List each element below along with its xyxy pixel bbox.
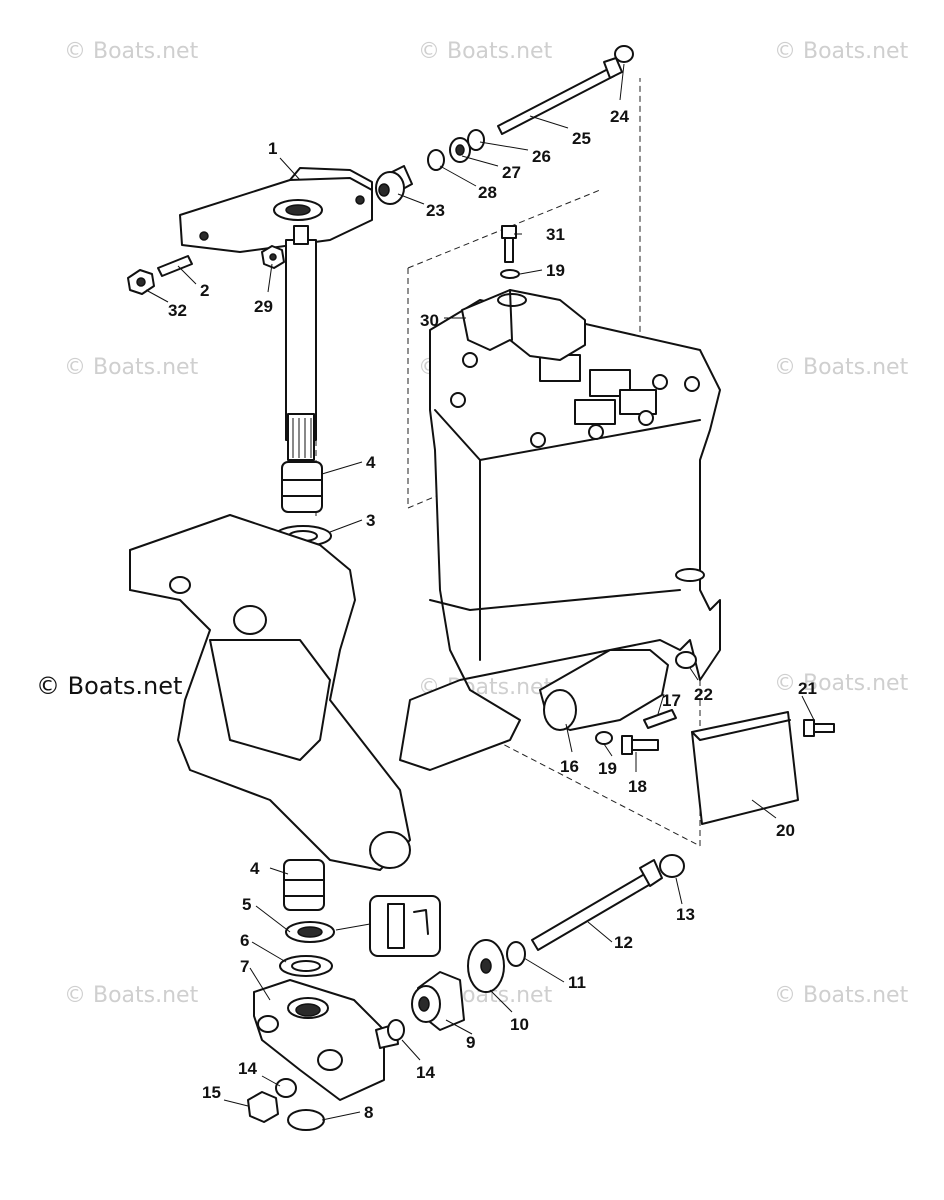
callout-8: 8 — [364, 1103, 373, 1122]
callout-20: 20 — [776, 821, 795, 840]
callout-12: 12 — [614, 933, 633, 952]
watermark-top-center: © Boats.net — [418, 39, 553, 64]
swivel-bracket — [129, 514, 411, 871]
watermark-top-right: © Boats.net — [774, 39, 909, 64]
callout-26: 26 — [532, 147, 551, 166]
callout-25: 25 — [572, 129, 591, 148]
washer-26 — [467, 129, 485, 151]
upper-bushing — [281, 461, 323, 513]
callout-21: 21 — [798, 679, 817, 698]
watermark-mid-left: © Boats.net — [64, 355, 199, 380]
callout-9: 9 — [466, 1033, 475, 1052]
washer-11 — [506, 941, 526, 967]
steering-arm — [179, 167, 373, 253]
callout-5: 5 — [242, 895, 251, 914]
callout-10: 10 — [510, 1015, 529, 1034]
callout-22: 22 — [694, 685, 713, 704]
watermark-mid-right: © Boats.net — [774, 355, 909, 380]
callout-2: 2 — [200, 281, 209, 300]
stud-and-nut — [127, 255, 193, 295]
cover-20 — [691, 711, 799, 825]
watermark-bottom-right: © Boats.net — [774, 983, 909, 1008]
nut-24 — [614, 45, 634, 63]
callout-28: 28 — [478, 183, 497, 202]
screw-22 — [675, 651, 697, 669]
watermark-mid2-right: © Boats.net — [774, 671, 909, 696]
callout-29: 29 — [254, 297, 273, 316]
washer-14-left — [275, 1078, 297, 1098]
washer-6 — [279, 955, 333, 977]
washer-19-bottom — [595, 731, 613, 745]
washer-27 — [449, 137, 471, 163]
watermark-dark-left: © Boats.net — [36, 672, 182, 700]
upper-mount-23 — [375, 165, 413, 205]
callout-16: 16 — [560, 757, 579, 776]
callout-11: 11 — [568, 973, 586, 992]
lower-mount-9 — [411, 971, 465, 1031]
callout-30: 30 — [420, 311, 439, 330]
callout-15: 15 — [202, 1083, 221, 1102]
washer-19-top — [500, 269, 520, 279]
washer-14-right — [387, 1019, 405, 1041]
ring-8 — [287, 1109, 325, 1131]
callout-4-lower: 4 — [250, 859, 260, 878]
nut-13 — [659, 854, 685, 878]
bolt-18 — [621, 735, 659, 755]
lower-mount-clamp-16 — [539, 649, 669, 731]
nut-29 — [261, 245, 285, 269]
callout-19-bottom: 19 — [598, 759, 617, 778]
screw-21 — [803, 719, 835, 737]
callout-1: 1 — [268, 139, 277, 158]
callout-23: 23 — [426, 201, 445, 220]
bolt-12 — [531, 859, 663, 951]
callout-19-top: 19 — [546, 261, 565, 280]
callouts: 1 2 3 4 4 5 6 7 8 9 10 11 12 13 14 14 15… — [168, 107, 817, 1122]
mount-bracket-30 — [461, 289, 586, 361]
callout-6: 6 — [240, 931, 249, 950]
yoke-7 — [253, 979, 399, 1101]
callout-13: 13 — [676, 905, 695, 924]
callout-24: 24 — [610, 107, 629, 126]
callout-18: 18 — [628, 777, 647, 796]
callout-32: 32 — [168, 301, 187, 320]
callout-17: 17 — [662, 691, 681, 710]
bolt-25 — [497, 57, 623, 135]
washer-28 — [427, 149, 445, 171]
seal-detail — [335, 895, 441, 957]
bolt-17 — [643, 709, 677, 729]
callout-14-left: 14 — [238, 1059, 257, 1078]
seal-5 — [285, 921, 335, 943]
callout-3: 3 — [366, 511, 375, 530]
steering-shaft — [285, 225, 317, 461]
callout-27: 27 — [502, 163, 521, 182]
callout-31: 31 — [546, 225, 565, 244]
callout-7: 7 — [240, 957, 249, 976]
callout-4-upper: 4 — [366, 453, 376, 472]
cap-15 — [247, 1091, 279, 1123]
lower-bushing — [283, 859, 325, 911]
callout-14-right: 14 — [416, 1063, 435, 1082]
bolt-31 — [501, 225, 517, 263]
washer-10 — [467, 939, 505, 993]
leader-lines — [145, 63, 815, 1121]
watermark-top-left: © Boats.net — [64, 39, 199, 64]
driveshaft-housing — [399, 299, 721, 771]
watermark-bottom-left: © Boats.net — [64, 983, 199, 1008]
